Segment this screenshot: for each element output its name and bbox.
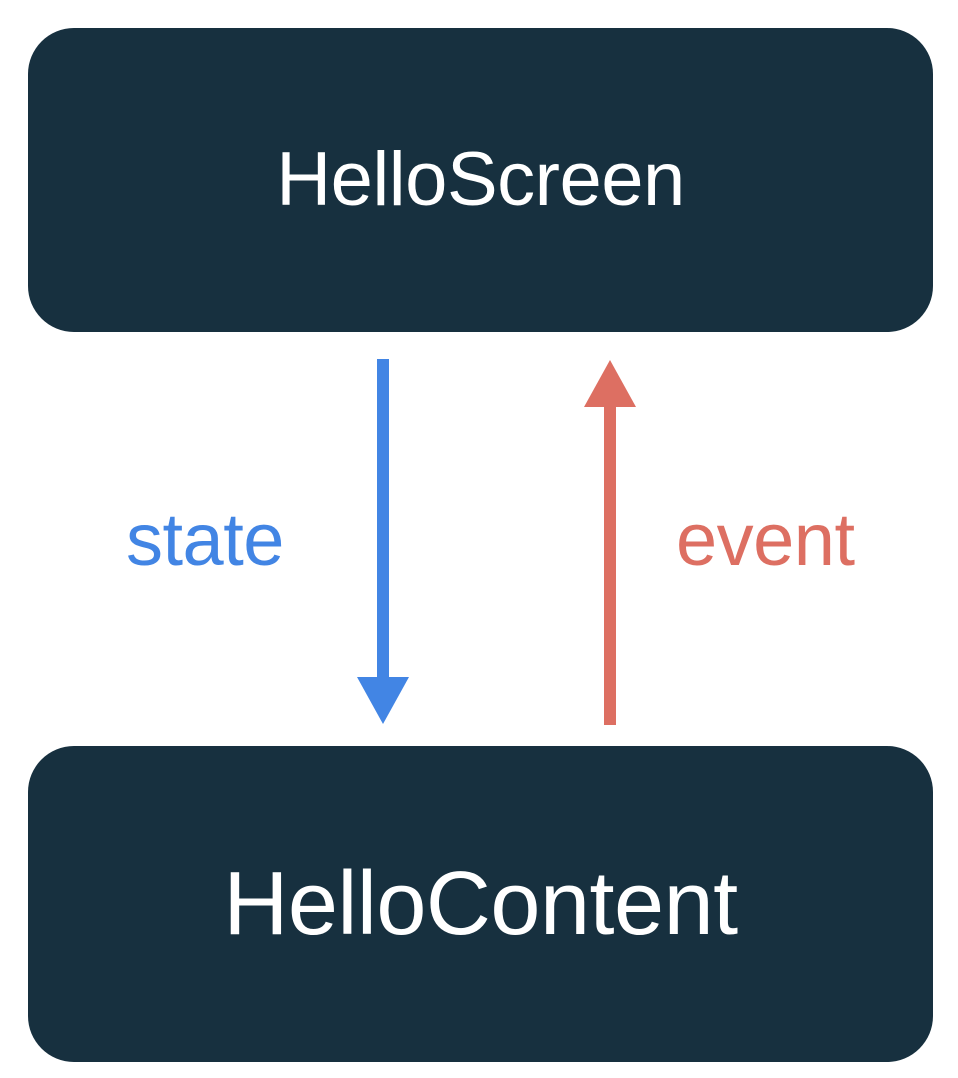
event-arrow-head xyxy=(584,360,636,407)
node-hello-content[interactable]: HelloContent xyxy=(28,746,933,1062)
event-arrow-shaft xyxy=(604,405,616,725)
node-hello-content-label: HelloContent xyxy=(223,854,738,954)
state-arrow xyxy=(357,359,409,724)
event-arrow xyxy=(584,360,636,725)
state-arrow-shaft xyxy=(377,359,389,678)
edge-label-event: event xyxy=(676,498,855,581)
state-arrow-head xyxy=(357,677,409,724)
node-hello-screen-label: HelloScreen xyxy=(276,137,685,222)
edge-label-state: state xyxy=(126,498,284,581)
node-hello-screen[interactable]: HelloScreen xyxy=(28,28,933,332)
